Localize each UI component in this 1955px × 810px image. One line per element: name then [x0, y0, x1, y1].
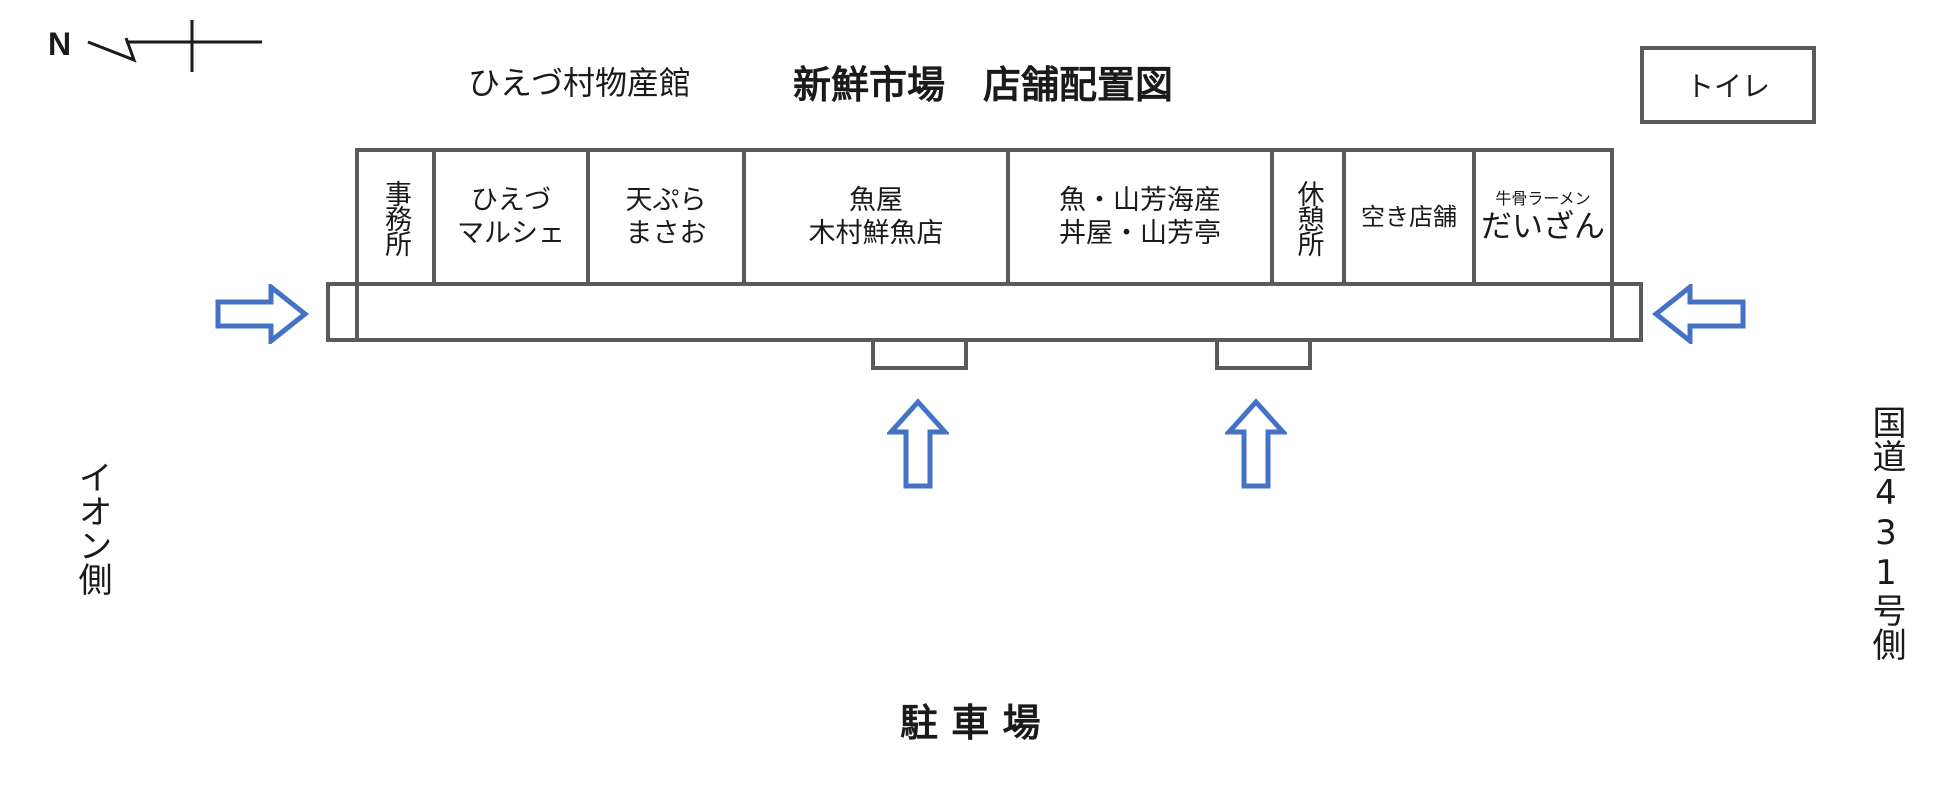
store-kimura-fish: 魚屋木村鮮魚店	[742, 148, 1010, 286]
store-daizan-ramen: 牛骨ラーメン だいざん	[1472, 148, 1614, 286]
route-431-side-label: 国道431号側	[1866, 405, 1906, 661]
north-arrow-icon	[87, 20, 262, 72]
toilet-box: トイレ	[1640, 46, 1816, 124]
store-rest-area: 休憩所	[1270, 148, 1346, 286]
corridor-right-end	[1610, 282, 1643, 342]
toilet-label: トイレ	[1685, 70, 1770, 103]
entrance-stub-1	[871, 338, 968, 370]
corridor	[355, 282, 1614, 342]
store-vacant: 空き店舗	[1342, 148, 1476, 286]
entrance-stub-2	[1215, 338, 1312, 370]
entrance-arrow-up-2-icon	[1225, 398, 1287, 489]
parking-label: 駐 車 場	[900, 701, 1041, 745]
entrance-arrow-right-icon	[1652, 284, 1746, 344]
north-compass: N	[44, 20, 274, 80]
store-tempura-masao: 天ぷらまさお	[586, 148, 746, 286]
entrance-arrow-left-icon	[215, 284, 309, 344]
north-label: N	[48, 26, 72, 62]
store-hiezu-marche: ひえづマルシェ	[432, 148, 590, 286]
page-title: 新鮮市場 店舗配置図	[793, 63, 1174, 107]
entrance-arrow-up-1-icon	[887, 398, 949, 489]
museum-label: ひえづ村物産館	[468, 64, 692, 102]
store-office: 事務所	[355, 148, 436, 286]
store-yamayoshi: 魚・山芳海産丼屋・山芳亭	[1006, 148, 1274, 286]
aeon-side-label: イオン側	[72, 460, 112, 596]
